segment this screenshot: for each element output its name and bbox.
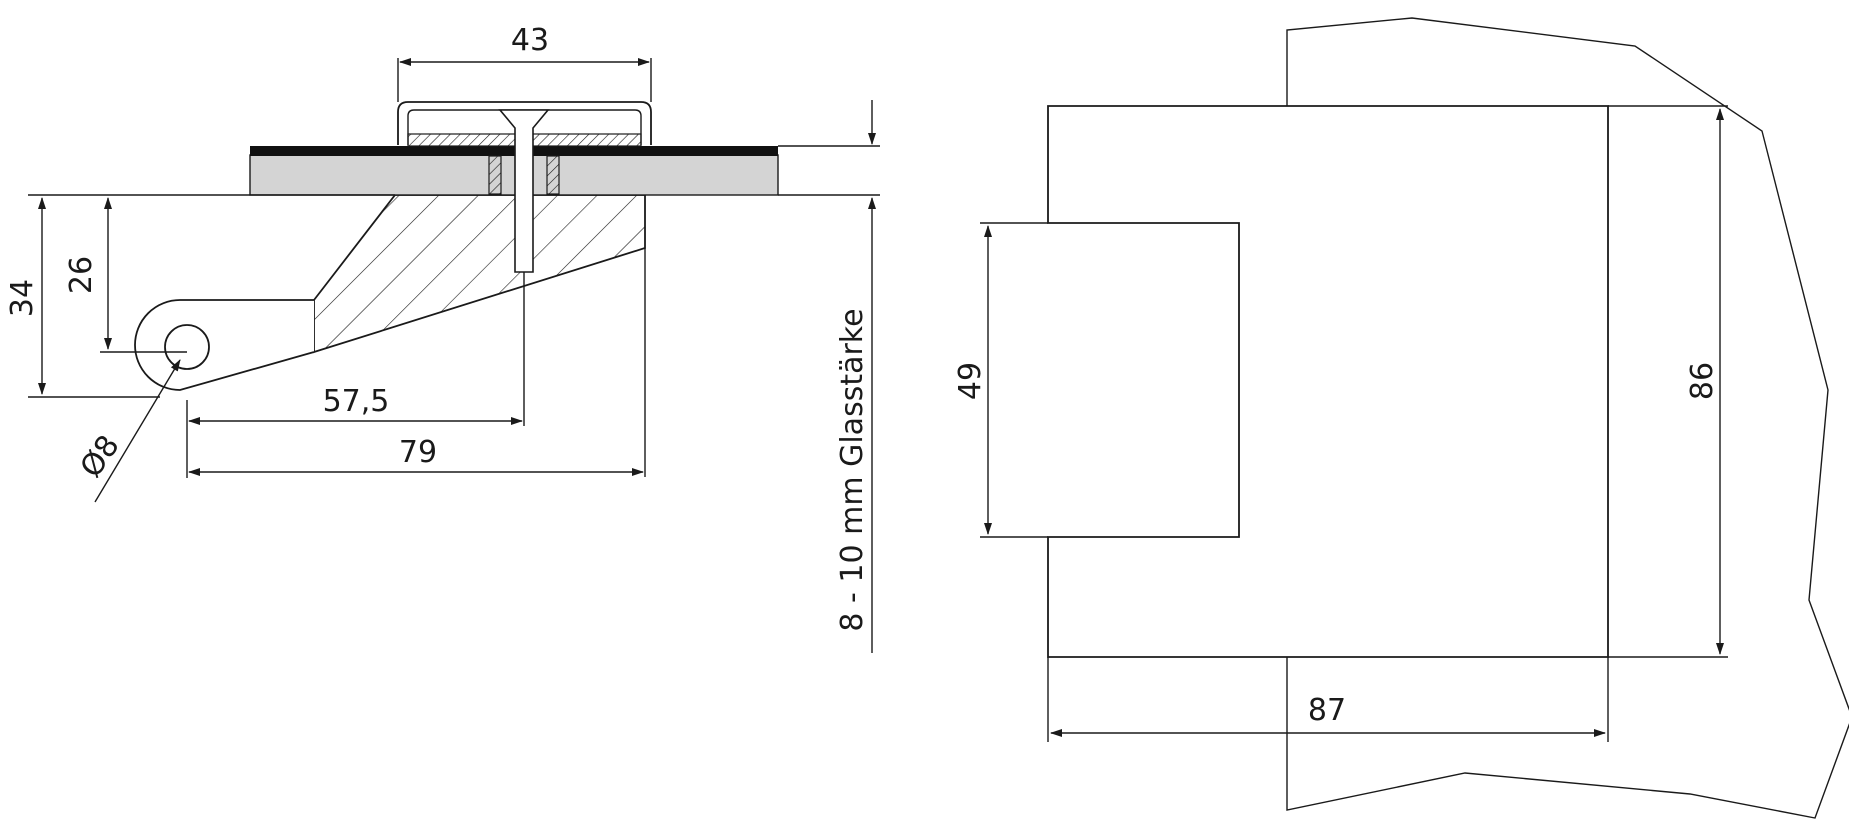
dim-cutout-height: 49	[953, 362, 988, 400]
dim-top-width: 43	[511, 23, 549, 58]
front-extension-lines	[980, 105, 1728, 742]
glass-sheet-outline	[1286, 17, 1849, 819]
dim-length-to-screw: 57,5	[323, 384, 390, 419]
dim-pivot-diameter: Ø8	[74, 429, 127, 484]
bushing-right	[546, 155, 560, 195]
gasket-strip	[250, 146, 778, 156]
dimension-lines	[38, 58, 876, 653]
extension-lines	[28, 58, 880, 478]
glass-thickness-note: 8 - 10 mm Glasstärke	[835, 308, 870, 631]
dim-plate-height: 86	[1685, 362, 1720, 400]
cover-cap	[397, 101, 652, 145]
dim-height-total: 34	[5, 279, 40, 317]
front-view: 49 86 87	[953, 17, 1849, 819]
hinge-plate	[1047, 105, 1609, 658]
dim-plate-width: 87	[1308, 693, 1346, 728]
front-dimension-lines	[984, 108, 1724, 737]
side-view: 43 34 26 57,5 79 Ø8 8 - 10 mm Glasstärke	[5, 23, 880, 653]
bushing-left	[488, 155, 502, 195]
hinge-body	[313, 194, 646, 354]
dim-length-total: 79	[399, 435, 437, 470]
glass-pane	[249, 154, 779, 196]
screw	[498, 109, 550, 273]
dim-height-pivot: 26	[64, 256, 99, 294]
pivot-hole	[164, 324, 210, 370]
pivot-arm	[134, 299, 315, 391]
